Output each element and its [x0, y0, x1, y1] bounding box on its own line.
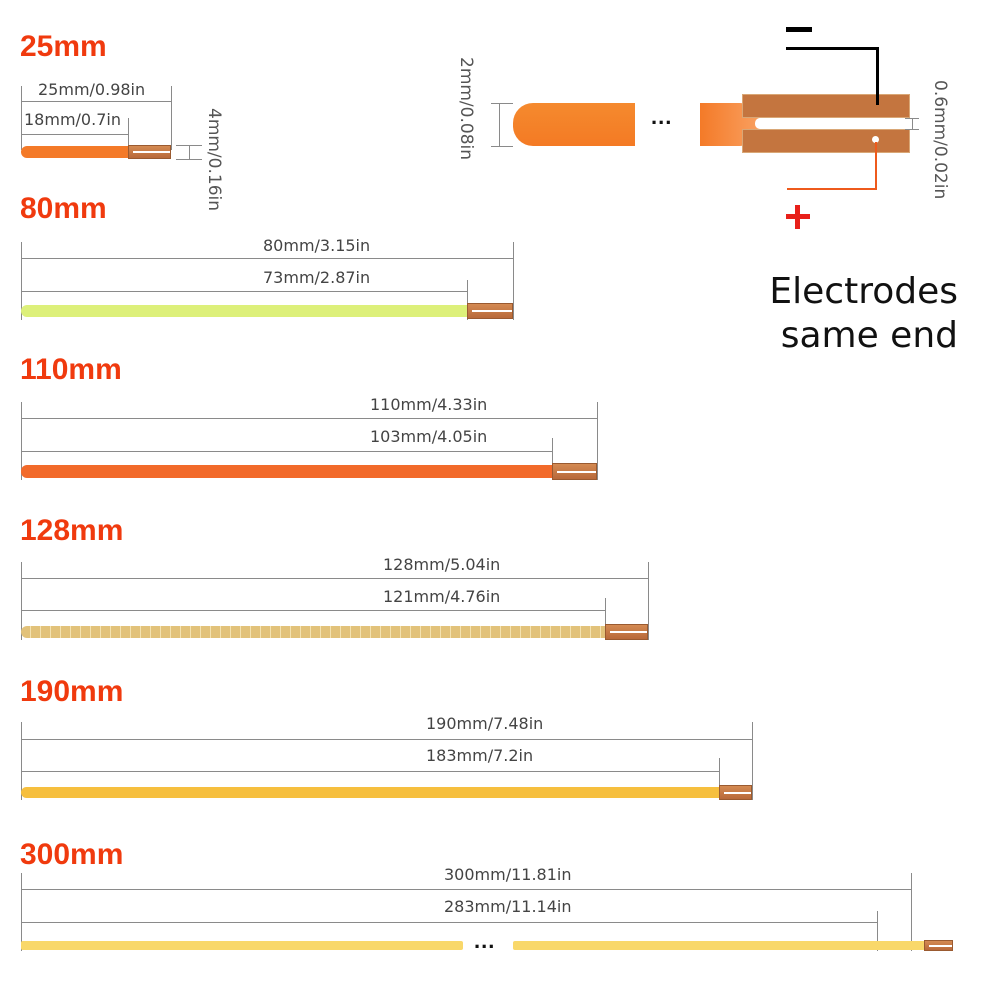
ellipsis-icon: ...	[651, 104, 673, 129]
dimension-tick	[597, 402, 598, 480]
dimension-tick	[128, 118, 129, 150]
led-length-label: 283mm/11.14in	[444, 897, 572, 916]
dimension-tick	[21, 242, 22, 320]
copper-pad	[719, 785, 752, 800]
led-length-line	[21, 134, 128, 135]
total-length-line	[21, 101, 171, 102]
filament-strip-190mm	[21, 787, 720, 798]
thickness-tick	[491, 103, 513, 104]
copper-pad	[924, 940, 953, 951]
copper-pad	[552, 463, 597, 480]
positive-sign-icon	[786, 205, 810, 229]
total-length-line	[21, 258, 513, 259]
negative-lead-vertical	[876, 47, 879, 105]
led-length-label: 73mm/2.87in	[263, 268, 371, 287]
led-length-line	[21, 291, 467, 292]
filament-title-25mm: 25mm	[20, 30, 107, 63]
dimension-tick	[648, 562, 649, 640]
dimension-tick	[21, 562, 22, 640]
led-length-label: 121mm/4.76in	[383, 587, 501, 606]
thickness-label: 2mm/0.08in	[456, 57, 476, 161]
filament-title-300mm: 300mm	[20, 838, 124, 871]
filament-strip-25mm	[21, 146, 129, 158]
filament-strip-110mm	[21, 465, 553, 478]
negative-lead-horizontal	[786, 47, 879, 50]
led-length-label: 183mm/7.2in	[426, 746, 534, 765]
electrode-gap	[755, 118, 910, 129]
width-label: 4mm/0.16in	[204, 108, 224, 212]
electrode-pad-lower	[742, 129, 910, 153]
electrodes-line-1: Electrodes	[769, 271, 958, 312]
thickness-tick	[491, 146, 513, 147]
electrode-pad-upper	[742, 94, 910, 118]
filament-end-rounded	[513, 103, 635, 146]
total-length-label: 110mm/4.33in	[370, 395, 488, 414]
positive-lead-horizontal	[787, 188, 877, 190]
copper-pad	[128, 145, 171, 159]
filament-title-128mm: 128mm	[20, 514, 124, 547]
gap-label: 0.6mm/0.02in	[930, 80, 950, 200]
led-length-line	[21, 451, 552, 452]
led-length-line	[21, 610, 605, 611]
positive-contact-dot	[872, 136, 879, 143]
gap-bracket	[912, 118, 913, 129]
dimension-tick	[467, 280, 468, 320]
dimension-tick	[605, 598, 606, 640]
total-length-label: 80mm/3.15in	[263, 236, 371, 255]
dimension-tick	[21, 402, 22, 480]
electrodes-line-2: same end	[780, 315, 958, 356]
filament-title-110mm: 110mm	[20, 353, 122, 386]
total-length-line	[21, 739, 752, 740]
dimension-tick	[552, 438, 553, 480]
filament-strip-300mm-left	[21, 941, 463, 950]
led-length-label: 103mm/4.05in	[370, 427, 488, 446]
copper-pad	[467, 303, 513, 319]
width-bracket	[189, 145, 190, 159]
positive-lead-vertical	[875, 142, 877, 190]
dimension-tick	[171, 86, 172, 150]
dimension-tick	[21, 86, 22, 150]
led-length-label: 18mm/0.7in	[24, 110, 121, 129]
dimension-tick	[752, 722, 753, 800]
dimension-tick	[21, 873, 22, 951]
width-tick	[176, 159, 202, 160]
thickness-bracket	[499, 103, 500, 146]
led-length-line	[21, 771, 719, 772]
total-length-label: 300mm/11.81in	[444, 865, 572, 884]
total-length-line	[21, 578, 648, 579]
total-length-line	[21, 889, 911, 890]
electrodes-label: Electrodes same end	[698, 270, 958, 358]
dimension-tick	[21, 722, 22, 800]
led-length-line	[21, 922, 877, 923]
negative-sign-icon	[786, 27, 812, 32]
filament-strip-128mm	[21, 626, 606, 638]
total-length-label: 190mm/7.48in	[426, 714, 544, 733]
dimension-tick	[877, 911, 878, 951]
dimension-tick	[911, 873, 912, 951]
dimension-tick	[513, 242, 514, 320]
filament-title-190mm: 190mm	[20, 675, 124, 708]
dimension-tick	[719, 758, 720, 800]
filament-title-80mm: 80mm	[20, 192, 107, 225]
total-length-label: 128mm/5.04in	[383, 555, 501, 574]
filament-strip-80mm	[21, 305, 468, 317]
copper-pad	[605, 624, 648, 640]
gap-tick	[905, 129, 919, 130]
ellipsis-icon: ...	[474, 928, 496, 953]
filament-strip-300mm-right	[513, 941, 925, 950]
total-length-label: 25mm/0.98in	[38, 80, 146, 99]
total-length-line	[21, 418, 597, 419]
